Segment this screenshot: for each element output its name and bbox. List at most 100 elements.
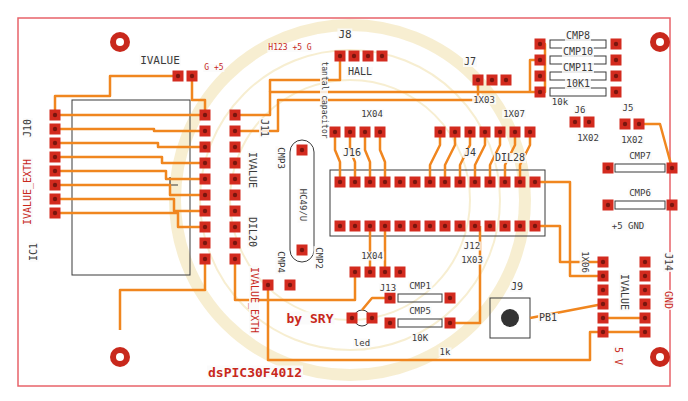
drill-hole [53, 141, 57, 145]
drill-hole [503, 224, 507, 228]
watermark-ring [200, 50, 500, 350]
solder-pad [640, 285, 651, 296]
solder-pad [263, 280, 274, 291]
pcb-label: 1X02 [576, 134, 600, 143]
solder-pad [570, 117, 581, 128]
drill-hole [338, 54, 342, 58]
solder-pad [230, 222, 241, 233]
solder-pad [500, 177, 511, 188]
solder-pad [450, 127, 461, 138]
solder-pad [603, 200, 614, 211]
solder-pad [530, 177, 541, 188]
solder-pad [230, 206, 241, 217]
pcb-label: J16 [342, 148, 362, 158]
solder-pad [667, 200, 678, 211]
drill-hole [233, 225, 237, 229]
drill-hole [606, 203, 610, 207]
button-symbol [501, 309, 519, 327]
drill-hole [383, 270, 387, 274]
solder-pad [515, 177, 526, 188]
drill-hole [348, 130, 352, 134]
drill-hole [370, 316, 374, 320]
solder-pad [200, 158, 211, 169]
pcb-label: CMP4 [276, 250, 285, 274]
pcb-label: IVALUE [247, 151, 257, 189]
pcb-label: CMP3 [276, 146, 285, 170]
drill-hole [453, 130, 457, 134]
pcb-label: J9 [510, 282, 524, 292]
drill-hole [366, 54, 370, 58]
drill-hole [398, 180, 402, 184]
drill-hole [458, 180, 462, 184]
solder-pad [50, 180, 61, 191]
copper-trace [55, 213, 205, 227]
drill-hole [637, 122, 641, 126]
drill-hole [388, 321, 392, 325]
drill-hole [176, 74, 180, 78]
pcb-label: J10 [23, 118, 33, 138]
solder-pad [640, 327, 651, 338]
solder-pad [535, 55, 546, 66]
drill-hole [300, 148, 304, 152]
solder-pad [230, 238, 241, 249]
pcb-label: H123 +5 G [267, 44, 312, 52]
solder-pad [465, 127, 476, 138]
solder-pad [50, 208, 61, 219]
drill-hole [380, 54, 384, 58]
solder-pad [345, 127, 356, 138]
drill-hole [398, 270, 402, 274]
pcb-label: 10K [411, 334, 429, 343]
solder-pad [385, 318, 396, 329]
copper-trace [430, 132, 440, 182]
solder-pad [50, 110, 61, 121]
pcb-label: 1k [439, 348, 452, 357]
solder-pad [50, 124, 61, 135]
pcb-label: IVALUE_EXTH [249, 266, 259, 334]
drill-hole [203, 161, 207, 165]
drill-hole [513, 130, 517, 134]
pcb-label: CMP1 [408, 282, 432, 291]
copper-trace [192, 76, 205, 115]
drill-hole [587, 120, 591, 124]
solder-pad [611, 39, 622, 50]
solder-pad [598, 285, 609, 296]
drill-hole [601, 316, 605, 320]
solder-pad [200, 190, 211, 201]
solder-pad [230, 254, 241, 265]
drill-hole [528, 130, 532, 134]
drill-hole [413, 224, 417, 228]
solder-pad [611, 71, 622, 82]
solder-pad [230, 190, 241, 201]
copper-trace [55, 157, 205, 163]
pcb-label: 1X03 [472, 96, 496, 105]
copper-trace [603, 331, 645, 334]
solder-pad [435, 127, 446, 138]
pcb-label: CMP11 [562, 63, 594, 73]
drill-hole [533, 180, 537, 184]
pcb-label: 10K1 [565, 79, 591, 89]
solder-pad [380, 177, 391, 188]
drill-hole [488, 224, 492, 228]
drill-hole [288, 283, 292, 287]
drill-hole [643, 260, 647, 264]
drill-hole [233, 113, 237, 117]
solder-pad [200, 110, 211, 121]
drill-hole [53, 155, 57, 159]
pcb-label: J14 [663, 252, 673, 272]
drill-hole [383, 224, 387, 228]
drill-hole [606, 166, 610, 170]
copper-trace [639, 124, 672, 168]
solder-pad [200, 254, 211, 265]
drill-hole [203, 177, 207, 181]
drill-hole [233, 129, 237, 133]
pcb-label: 1X03 [460, 256, 484, 265]
copper-trace [235, 80, 478, 131]
drill-hole [203, 113, 207, 117]
pcb-label: 1X04 [360, 252, 384, 261]
drill-hole [428, 180, 432, 184]
drill-hole [53, 127, 57, 131]
solder-pad [640, 313, 651, 324]
solder-pad [380, 221, 391, 232]
solder-pad [200, 222, 211, 233]
